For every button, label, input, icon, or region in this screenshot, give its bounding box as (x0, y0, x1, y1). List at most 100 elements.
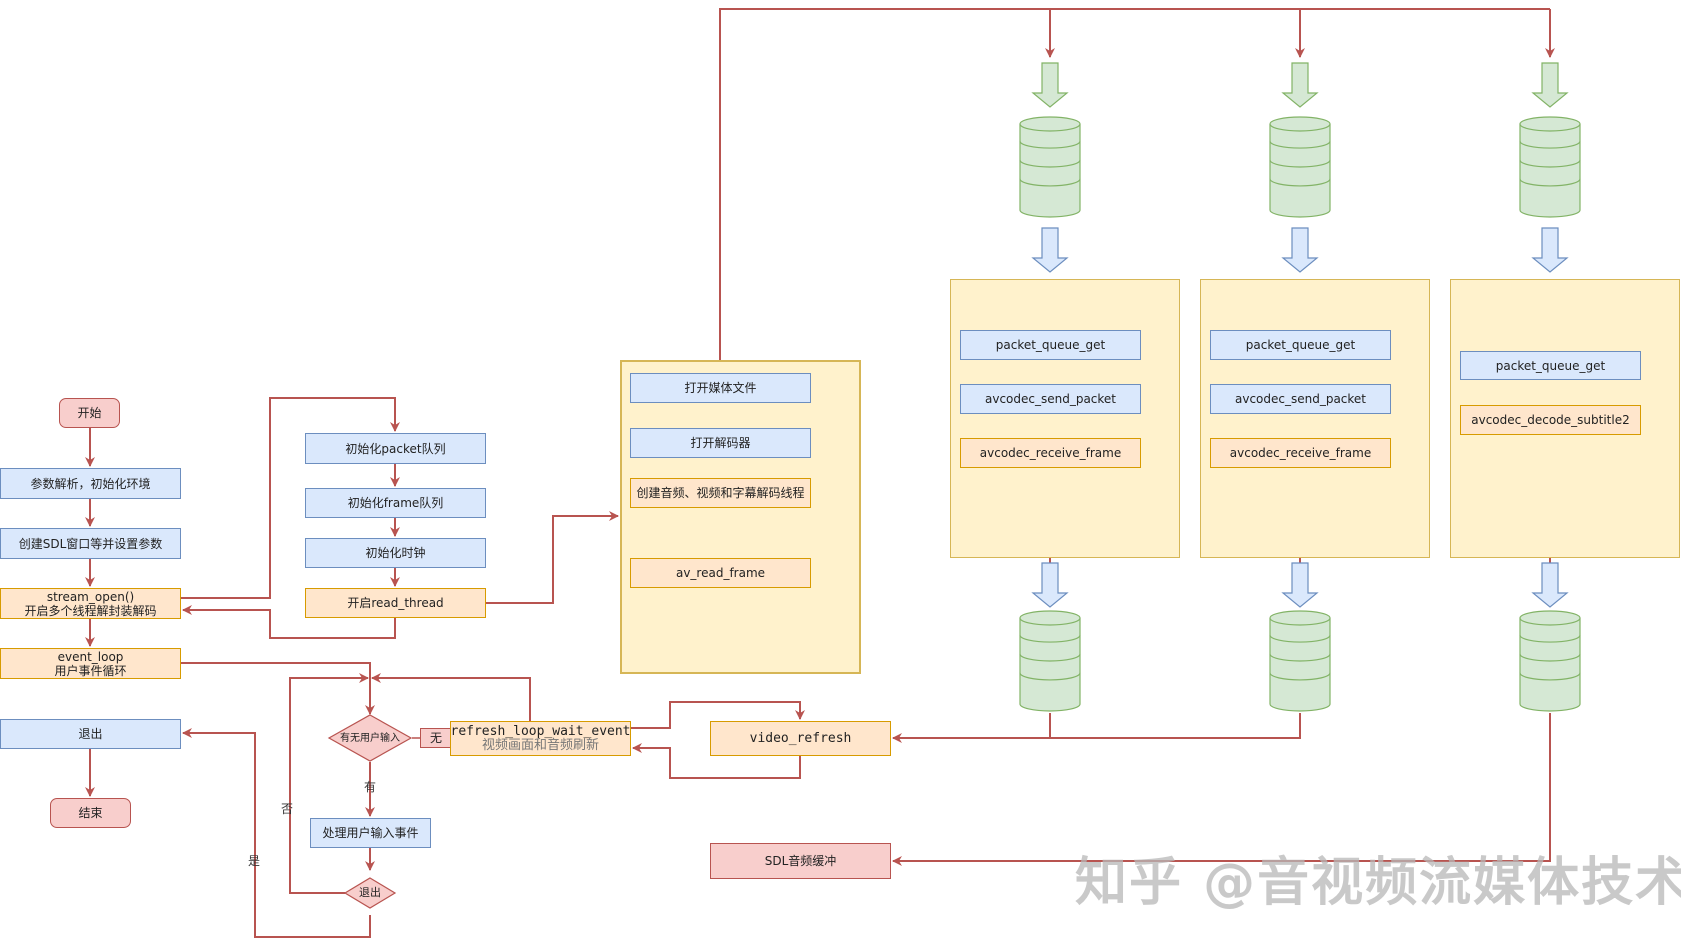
video-packet-queue-get: packet_queue_get (1210, 330, 1391, 360)
video-receive-frame-label: avcodec_receive_frame (1229, 446, 1372, 460)
audio-packet-queue-cylinder-ring-2 (1019, 178, 1081, 187)
end-label: 结束 (78, 806, 103, 820)
start-label: 开始 (77, 406, 102, 420)
create-decode-threads-step: 创建音频、视频和字幕解码线程 (630, 478, 811, 508)
audio-packet-queue-get: packet_queue_get (960, 330, 1141, 360)
quit-decision-diamond (343, 877, 397, 909)
blue-block-arrow-top-1 (1281, 227, 1319, 273)
line-video-join (1050, 713, 1301, 739)
open-media-file-step: 打开媒体文件 (630, 373, 811, 403)
refresh-loop-fn-label: refresh_loop_wait_event (450, 723, 631, 739)
audio-packet-queue-cylinder-ring-1 (1019, 159, 1081, 168)
audio-packet-queue-get-label: packet_queue_get (995, 338, 1106, 352)
audio-packet-queue-cylinder (1019, 116, 1081, 218)
arrow-eventloop-decision (181, 662, 375, 715)
no-tag: 无 (420, 728, 452, 748)
video-packet-queue-cylinder-ring-1 (1269, 159, 1331, 168)
video-packet-queue-cylinder-ring-2 (1269, 178, 1331, 187)
event-loop-step: event_loop 用户事件循环 (0, 648, 181, 679)
yes-edge-label: 有 (364, 780, 377, 794)
subtitle-packet-queue-get-label: packet_queue_get (1495, 358, 1606, 373)
arrow-readthread-return (182, 605, 396, 639)
event-loop-label-2: 用户事件循环 (54, 663, 127, 678)
audio-send-packet: avcodec_send_packet (960, 384, 1141, 414)
blue-block-arrow-bottom-2 (1531, 562, 1569, 608)
audio-send-packet-label: avcodec_send_packet (984, 392, 1117, 406)
video-receive-frame: avcodec_receive_frame (1210, 438, 1391, 468)
subtitle-packet-queue-cylinder-ring-0 (1519, 140, 1581, 149)
subtitle-frame-queue-cylinder-ring-1 (1519, 653, 1581, 662)
arrow-readthread-to-panel (486, 511, 619, 604)
refresh-loop-desc-label: 视频画面和音频刷新 (481, 737, 599, 753)
subtitle-frame-queue-cylinder-body (1519, 618, 1581, 712)
parse-args-label: 参数解析，初始化环境 (30, 476, 151, 491)
subtitle-frame-queue-cylinder-top (1519, 610, 1581, 626)
audio-frame-queue-cylinder-ring-2 (1019, 672, 1081, 681)
subtitle-frame-queue-cylinder-ring-0 (1519, 634, 1581, 643)
video-frame-queue-cylinder (1269, 610, 1331, 712)
parse-args-step: 参数解析，初始化环境 (0, 468, 181, 499)
video-frame-queue-cylinder-ring-1 (1269, 653, 1331, 662)
arrow-to-sdl-audio (892, 713, 1551, 866)
subtitle-packet-queue-cylinder-top (1519, 116, 1581, 132)
video-frame-queue-cylinder-ring-0 (1269, 634, 1331, 643)
green-block-arrow-0 (1031, 62, 1069, 108)
subtitle-decode-label: avcodec_decode_subtitle2 (1471, 413, 1630, 427)
subtitle-packet-queue-cylinder (1519, 116, 1581, 218)
subtitle-packet-queue-cylinder-ring-2 (1519, 178, 1581, 187)
blue-block-arrow-top-2 (1531, 227, 1569, 273)
audio-packet-queue-cylinder-top (1019, 116, 1081, 132)
end-node: 结束 (50, 798, 131, 828)
open-decoder-label: 打开解码器 (690, 436, 751, 450)
watermark: 知乎 @音视频流媒体技术 (1075, 853, 1681, 913)
blue-block-arrow-bottom-1 (1281, 562, 1319, 608)
start-read-thread-label: 开启read_thread (347, 596, 444, 610)
arrow-audio-to-videorefresh (892, 713, 1051, 743)
subtitle-frame-queue-cylinder-ring-2 (1519, 672, 1581, 681)
open-media-file-label: 打开媒体文件 (684, 381, 757, 395)
read-thread-panel (620, 360, 861, 674)
video-packet-queue-cylinder-top (1269, 116, 1331, 132)
av-read-frame-label: av_read_frame (675, 566, 766, 580)
audio-frame-queue-cylinder-ring-1 (1019, 653, 1081, 662)
audio-frame-queue-cylinder (1019, 610, 1081, 712)
connector-lines (85, 8, 1669, 938)
video-packet-queue-get-label: packet_queue_get (1245, 338, 1356, 352)
quit-label: 退出 (78, 727, 103, 741)
create-decode-threads-label: 创建音频、视频和字幕解码线程 (636, 486, 805, 500)
video-refresh-step: video_refresh (710, 721, 891, 756)
open-decoder-step: 打开解码器 (630, 428, 811, 458)
quit-decision-label: 退出 (359, 885, 381, 899)
not-edge-label: 否 (281, 802, 294, 816)
blue-block-arrow-top-0 (1031, 227, 1069, 273)
line-top-distribution (719, 8, 1550, 360)
subtitle-packet-queue-cylinder-ring-1 (1519, 159, 1581, 168)
has-input-diamond (327, 714, 413, 762)
create-sdl-window-label: 创建SDL窗口等并设置参数 (18, 536, 163, 551)
video-packet-queue-cylinder (1269, 116, 1331, 218)
start-node: 开始 (59, 398, 120, 428)
av-read-frame-step: av_read_frame (630, 558, 811, 588)
stream-open-label-1: stream_open() (46, 589, 135, 604)
video-packet-queue-cylinder-ring-0 (1269, 140, 1331, 149)
subtitle-decode-step: avcodec_decode_subtitle2 (1460, 405, 1641, 435)
is-edge-label: 是 (248, 854, 261, 868)
arrow-quit-no (289, 673, 369, 894)
init-frame-queue-label: 初始化frame队列 (347, 496, 444, 510)
event-loop-label-1: event_loop (57, 649, 124, 664)
init-clock-step: 初始化时钟 (305, 538, 486, 568)
arrow-refresh-videorefresh (631, 701, 805, 729)
audio-packet-queue-cylinder-body (1019, 124, 1081, 218)
handle-input-label: 处理用户输入事件 (322, 826, 419, 840)
no-label: 无 (429, 731, 442, 745)
video-packet-queue-cylinder-body (1269, 124, 1331, 218)
stream-open-label-2: 开启多个线程解封装解码 (24, 603, 157, 618)
audio-frame-queue-cylinder-body (1019, 618, 1081, 712)
arrow-videorefresh-refresh (632, 743, 801, 779)
audio-decoder-panel (950, 279, 1180, 558)
green-block-arrow-1 (1281, 62, 1319, 108)
video-frame-queue-cylinder-ring-2 (1269, 672, 1331, 681)
video-refresh-label: video_refresh (749, 730, 852, 746)
subtitle-packet-queue-cylinder-body (1519, 124, 1581, 218)
arrow-streamopen-initpacket (181, 397, 400, 599)
